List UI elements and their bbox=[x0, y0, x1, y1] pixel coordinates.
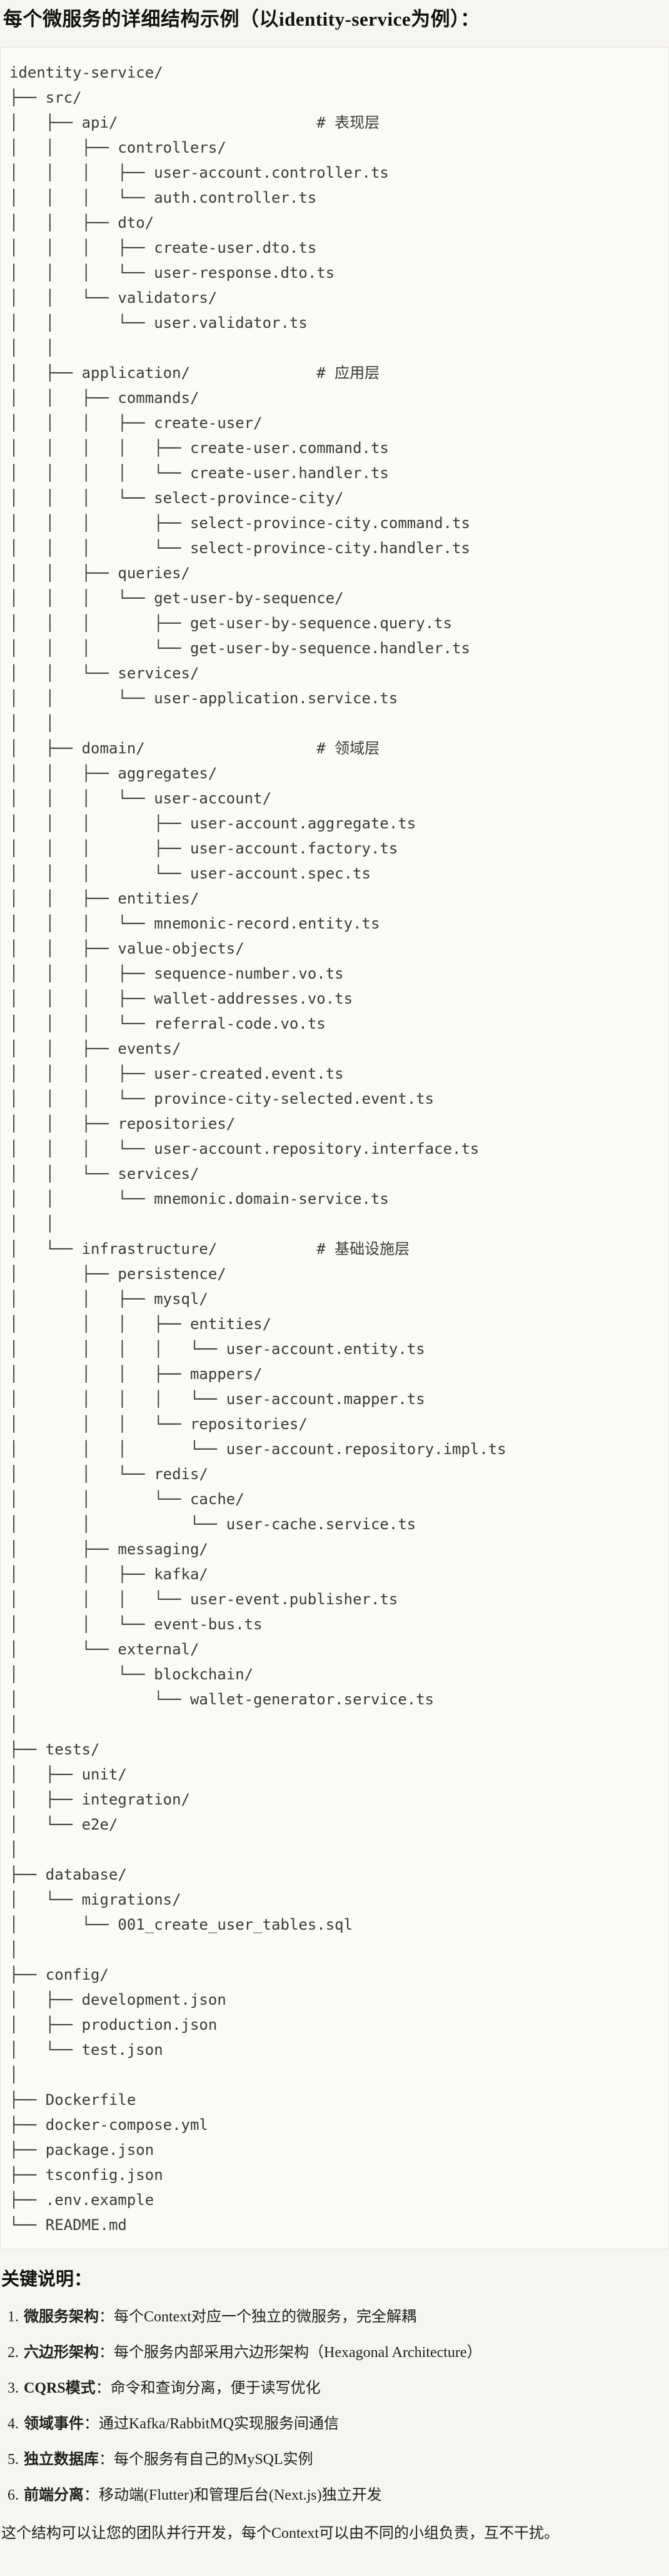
note-item-2: 2. 六边形架构：每个服务内部采用六边形架构（Hexagonal Architec… bbox=[8, 2340, 664, 2365]
notes-heading: 关键说明： bbox=[1, 2269, 93, 2289]
note-text: ：通过Kafka/RabbitMQ实现服务间通信 bbox=[84, 2416, 339, 2432]
notes-list: 1. 微服务架构：每个Context对应一个独立的微服务，完全解耦 2. 六边形架构… bbox=[1, 2304, 664, 2508]
note-number: 5. bbox=[8, 2451, 19, 2468]
note-item-4: 4. 领域事件：通过Kafka/RabbitMQ实现服务间通信 bbox=[8, 2411, 664, 2436]
note-label: CQRS模式 bbox=[24, 2380, 96, 2396]
note-number: 4. bbox=[8, 2416, 19, 2432]
directory-tree-code-block: identity-service/ ├── src/ │ ├── api/ # … bbox=[0, 47, 669, 2249]
note-text: ：移动端(Flutter)和管理后台(Next.js)独立开发 bbox=[84, 2487, 382, 2503]
note-label: 微服务架构 bbox=[24, 2309, 99, 2325]
note-item-6: 6. 前端分离：移动端(Flutter)和管理后台(Next.js)独立开发 bbox=[8, 2483, 664, 2508]
note-item-5: 5. 独立数据库：每个服务有自己的MySQL实例 bbox=[8, 2447, 664, 2472]
note-number: 2. bbox=[8, 2344, 19, 2361]
key-notes-section: 关键说明： 1. 微服务架构：每个Context对应一个独立的微服务，完全解耦 2… bbox=[0, 2267, 669, 2545]
page-title: 每个微服务的详细结构示例（以identity-service为例）： bbox=[3, 8, 480, 30]
note-label: 六边形架构 bbox=[24, 2344, 99, 2361]
note-item-3: 3. CQRS模式：命令和查询分离，便于读写优化 bbox=[8, 2376, 664, 2401]
note-text: ：每个服务有自己的MySQL实例 bbox=[99, 2451, 313, 2468]
note-number: 1. bbox=[8, 2309, 19, 2325]
note-text: ：命令和查询分离，便于读写优化 bbox=[95, 2380, 321, 2396]
note-number: 3. bbox=[8, 2380, 19, 2396]
note-label: 独立数据库 bbox=[24, 2451, 99, 2468]
note-item-1: 1. 微服务架构：每个Context对应一个独立的微服务，完全解耦 bbox=[8, 2304, 664, 2329]
note-text: ：每个服务内部采用六边形架构（Hexagonal Architecture） bbox=[99, 2344, 482, 2361]
note-text: ：每个Context对应一个独立的微服务，完全解耦 bbox=[99, 2309, 416, 2325]
note-number: 6. bbox=[8, 2487, 19, 2503]
closing-paragraph: 这个结构可以让您的团队并行开发，每个Context可以由不同的小组负责，互不干扰… bbox=[1, 2525, 559, 2542]
note-label: 领域事件 bbox=[24, 2416, 84, 2432]
note-label: 前端分离 bbox=[24, 2487, 84, 2503]
